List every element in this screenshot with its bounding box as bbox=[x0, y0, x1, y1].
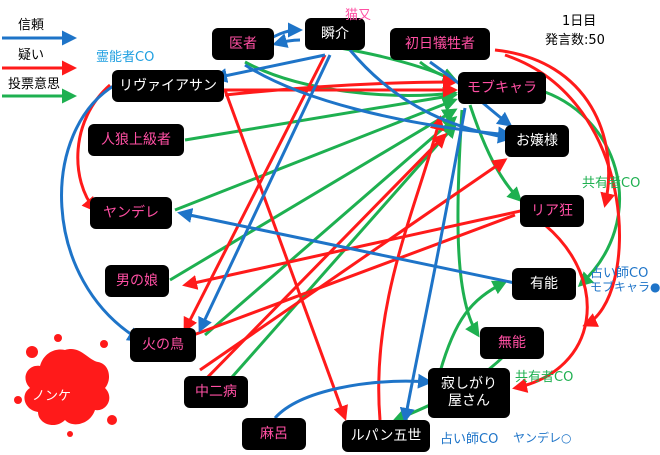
vote-edge bbox=[174, 97, 458, 212]
trust-edge bbox=[272, 33, 301, 48]
trust-edge bbox=[399, 107, 467, 423]
trust-edge bbox=[198, 54, 332, 333]
vote-edge bbox=[544, 90, 621, 288]
tag-reinou: 霊能者CO bbox=[96, 50, 155, 65]
doubt-edge bbox=[199, 158, 508, 372]
doubt-edge bbox=[177, 213, 516, 343]
trust-edge bbox=[212, 53, 326, 83]
doubt-edge bbox=[512, 223, 589, 393]
trust-edge bbox=[60, 83, 143, 342]
tag-uranai-1: 占い師CO bbox=[590, 266, 649, 281]
vote-edge bbox=[456, 109, 480, 338]
tag-nekomata: 猫又 bbox=[345, 8, 372, 23]
doubt-edge bbox=[223, 89, 348, 421]
doubt-edge bbox=[224, 74, 458, 97]
tag-kyoyuu-2: 共有者CO bbox=[515, 370, 574, 385]
post-count: 発言数:50 bbox=[545, 33, 605, 48]
vote-edge bbox=[223, 122, 457, 386]
doubt-edge bbox=[182, 208, 526, 290]
trust-edge bbox=[273, 373, 433, 420]
legend-trust-label: 信頼 bbox=[18, 18, 45, 33]
vote-edge bbox=[204, 116, 458, 337]
legend-doubt-label: 疑い bbox=[18, 48, 45, 63]
node-otokonoko: 男の娘 bbox=[105, 265, 169, 297]
node-isha: 医者 bbox=[212, 28, 274, 60]
node-rivaiasan: リヴァイアサン bbox=[112, 70, 224, 102]
doubt-edge bbox=[504, 53, 621, 327]
doubt-edge bbox=[494, 48, 615, 208]
node-chuuni: 中二病 bbox=[184, 376, 248, 408]
blood-splat-icon bbox=[14, 334, 117, 437]
legend-vote-label: 投票意思 bbox=[8, 77, 61, 92]
node-maro: 麻呂 bbox=[242, 418, 306, 450]
node-mobu: モブキャラ bbox=[458, 72, 546, 104]
node-hinotori: 火の鳥 bbox=[130, 328, 196, 362]
node-ojou: お嬢様 bbox=[505, 125, 569, 157]
tag-uranai-1-result: モブキャラ● bbox=[590, 280, 660, 294]
tag-uranai-2-result: ヤンデレ○ bbox=[513, 431, 572, 445]
trust-edge bbox=[244, 63, 513, 142]
node-yandere: ヤンデレ bbox=[90, 197, 172, 229]
node-riakyo: リア狂 bbox=[520, 195, 584, 227]
day-label: 1日目 bbox=[562, 14, 597, 29]
node-munou: 無能 bbox=[480, 327, 544, 359]
trust-edge bbox=[177, 208, 516, 285]
node-yuunou: 有能 bbox=[512, 268, 576, 300]
node-rupan: ルパン五世 bbox=[342, 420, 430, 452]
tag-uranai-2: 占い師CO bbox=[440, 432, 499, 447]
dead-player-label: ノンケ bbox=[32, 389, 72, 404]
node-jinro: 人狼上級者 bbox=[88, 124, 184, 156]
tag-kyoyuu-1: 共有者CO bbox=[582, 176, 641, 191]
node-sabishi: 寂しがり 屋さん bbox=[428, 368, 510, 418]
node-shunsuke: 瞬介 bbox=[305, 18, 365, 50]
doubt-edge bbox=[183, 54, 327, 333]
vote-edge bbox=[438, 280, 508, 373]
node-shonichi: 初日犠牲者 bbox=[390, 28, 490, 60]
vote-edge bbox=[169, 108, 458, 282]
